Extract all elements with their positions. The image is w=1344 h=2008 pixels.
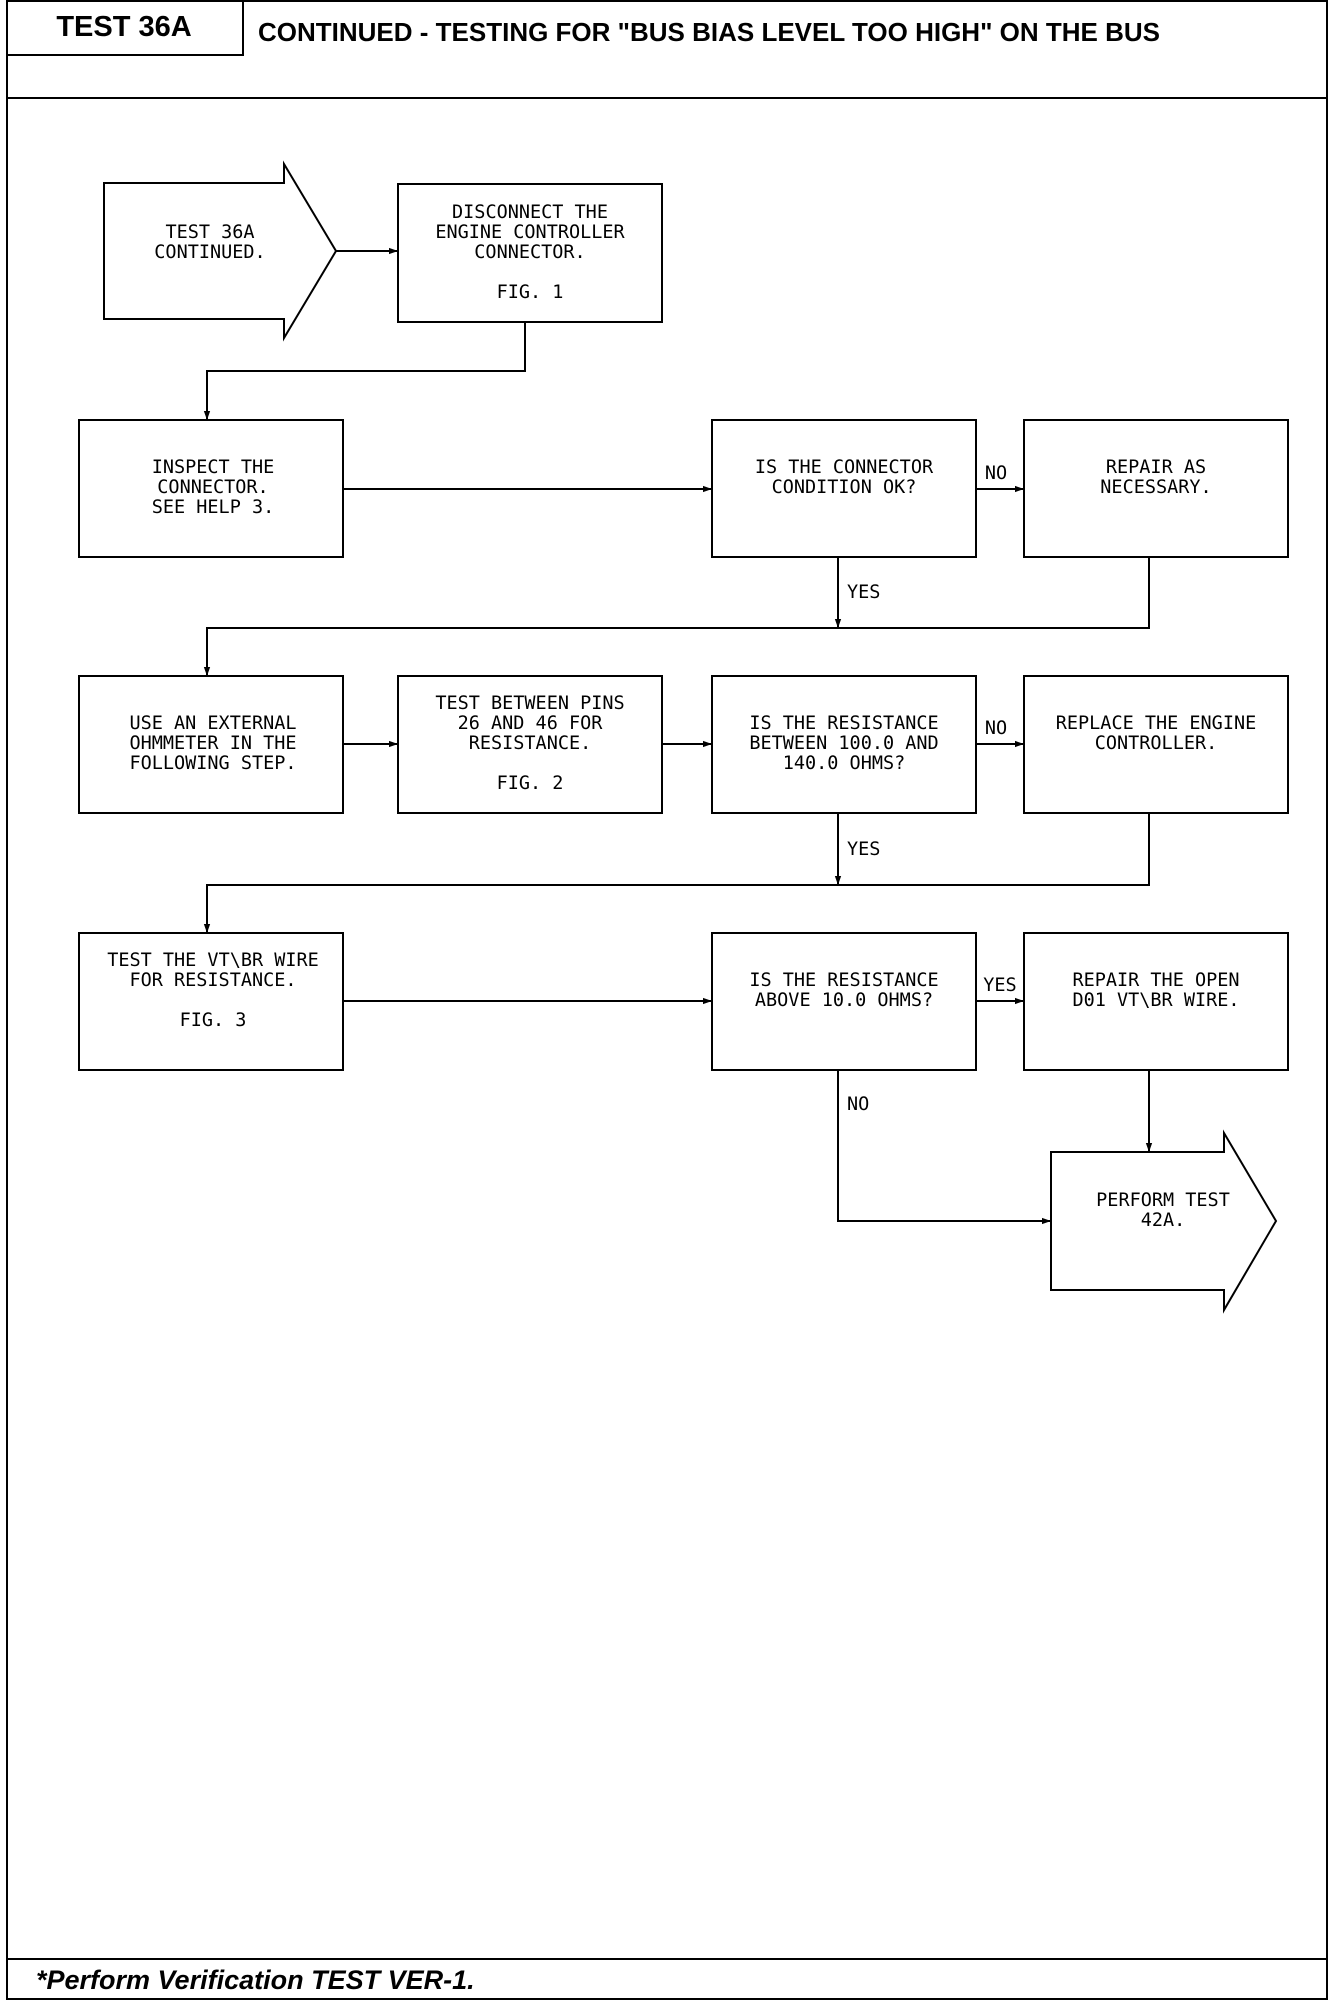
node-line: DISCONNECT THE (452, 202, 608, 223)
node-line: USE AN EXTERNAL (129, 713, 296, 734)
node-line: FOR RESISTANCE. (129, 970, 296, 991)
node-line (207, 990, 218, 1011)
test-id-label: TEST 36A (6, 0, 244, 56)
node-line: NECESSARY. (1100, 477, 1211, 498)
edge-label-connector-ok-yes: YES (847, 582, 880, 603)
edge-label-range-yes: YES (847, 839, 880, 860)
node-line: D01 VT\BR WIRE. (1072, 990, 1239, 1011)
node-line: CONDITION OK? (772, 477, 917, 498)
node-line: FIG. 3 (180, 1010, 247, 1031)
node-line: FIG. 2 (497, 773, 564, 794)
disconnect-box (397, 183, 663, 323)
perform-test-arrow-shape (1050, 1129, 1278, 1314)
node-line: OHMMETER IN THE (129, 733, 296, 754)
node-line: RESISTANCE. (469, 733, 592, 754)
edge-label-above-yes: YES (983, 975, 1016, 996)
page-title: CONTINUED - TESTING FOR "BUS BIAS LEVEL … (258, 16, 1160, 47)
node-line: INSPECT THE (152, 457, 275, 478)
node-line: 26 AND 46 FOR (458, 713, 604, 734)
node-line: ENGINE CONTROLLER (435, 222, 625, 243)
page-frame (6, 0, 1328, 2000)
node-line: TEST BETWEEN PINS (435, 693, 624, 714)
node-line: CONTINUED. (154, 242, 265, 263)
node-line: TEST 36A (165, 222, 254, 243)
edge-disconnect-to-inspect (203, 322, 526, 420)
node-line: REPAIR AS (1106, 457, 1206, 478)
node-line: REPAIR THE OPEN (1072, 970, 1239, 991)
node-line: 42A. (1141, 1210, 1186, 1231)
test-page: TEST 36A CONTINUED - TESTING FOR "BUS BI… (6, 0, 1330, 2008)
node-line: FOLLOWING STEP. (129, 753, 296, 774)
edge-label-connector-ok-no: NO (985, 463, 1007, 484)
node-line: CONNECTOR. (474, 242, 585, 263)
footer-divider (6, 1958, 1328, 1960)
node-line (524, 262, 535, 283)
node-line: SEE HELP 3. (152, 497, 275, 518)
node-line: TEST THE VT\BR WIRE (107, 950, 319, 971)
node-line: CONTROLLER. (1095, 733, 1218, 754)
node-line: 140.0 OHMS? (783, 753, 906, 774)
node-line: BETWEEN 100.0 AND (749, 733, 938, 754)
node-line: IS THE CONNECTOR (755, 457, 934, 478)
header-divider (6, 97, 1328, 99)
node-line: ABOVE 10.0 OHMS? (755, 990, 933, 1011)
node-line: CONNECTOR. (157, 477, 268, 498)
node-line: FIG. 1 (497, 282, 564, 303)
edge-label-above-no: NO (847, 1094, 869, 1115)
start-arrow-shape (103, 160, 338, 342)
edge-label-range-no: NO (985, 718, 1007, 739)
node-line: REPLACE THE ENGINE (1056, 713, 1256, 734)
edge-merge-to-ohmmeter (203, 557, 1150, 676)
node-line (524, 753, 535, 774)
node-line: IS THE RESISTANCE (749, 713, 938, 734)
edge-above-no (837, 1070, 1051, 1225)
node-line: IS THE RESISTANCE (749, 970, 938, 991)
footer-note: *Perform Verification TEST VER-1. (36, 1964, 475, 1995)
node-line: PERFORM TEST (1096, 1190, 1230, 1211)
edge-merge-to-test-wire (203, 813, 1150, 933)
